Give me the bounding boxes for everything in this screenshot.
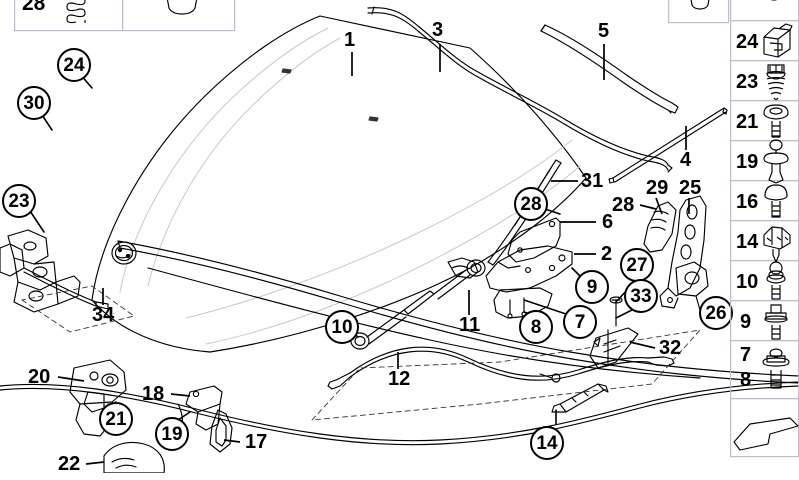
circled-callout-10[interactable]: 10 <box>325 310 359 344</box>
callout-label-3: 3 <box>432 19 444 41</box>
callout-label-6: 6 <box>602 211 614 233</box>
sidebar-number-21: 21 <box>736 111 759 133</box>
sidebar-number-23: 23 <box>736 71 759 93</box>
circled-callout-26[interactable]: 26 <box>699 296 733 330</box>
circled-callout-33[interactable]: 33 <box>624 279 658 313</box>
callout-label-1: 1 <box>344 29 356 51</box>
circled-callout-19[interactable]: 19 <box>155 417 189 451</box>
callout-label-28-right: 28 <box>612 194 635 216</box>
callout-label-12: 12 <box>388 368 411 390</box>
circled-callout-9[interactable]: 9 <box>575 270 609 304</box>
circled-callout-30[interactable]: 30 <box>17 86 51 120</box>
inset-label-28: 28 <box>22 0 46 15</box>
circled-callout-21[interactable]: 21 <box>99 402 133 436</box>
circled-callout-24[interactable]: 24 <box>57 48 91 82</box>
callout-label-18: 18 <box>142 383 165 405</box>
callout-label-34: 34 <box>92 304 115 326</box>
sidebar-number-7-8: 7 8 <box>740 344 752 391</box>
callout-label-5: 5 <box>598 20 610 42</box>
sidebar-number-9: 9 <box>740 311 752 333</box>
callout-label-31: 31 <box>581 170 604 192</box>
inset-boxes-top-left <box>14 0 236 32</box>
callout-label-20: 20 <box>28 366 51 388</box>
circled-callout-28[interactable]: 28 <box>514 187 548 221</box>
sidebar-number-14: 14 <box>736 231 759 253</box>
callout-label-32: 32 <box>659 337 682 359</box>
circled-callout-23[interactable]: 23 <box>2 184 36 218</box>
callout-label-29: 29 <box>646 177 669 199</box>
callout-label-2: 2 <box>601 243 613 265</box>
sidebar-number-19: 19 <box>736 151 759 173</box>
sidebar-number-10: 10 <box>736 271 759 293</box>
circled-callout-14[interactable]: 14 <box>530 426 564 460</box>
callout-label-4: 4 <box>680 149 692 171</box>
callout-label-11: 11 <box>459 314 481 336</box>
sidebar-number-24: 24 <box>736 31 759 53</box>
circled-callout-27[interactable]: 27 <box>620 248 654 282</box>
callout-label-25: 25 <box>679 177 702 199</box>
inset-box-top-right <box>668 0 730 24</box>
callout-label-22: 22 <box>58 453 81 475</box>
callout-label-17: 17 <box>245 431 268 453</box>
sidebar-number-16: 16 <box>736 191 759 213</box>
circled-callout-8[interactable]: 8 <box>519 310 553 344</box>
circled-callout-7[interactable]: 7 <box>563 305 597 339</box>
